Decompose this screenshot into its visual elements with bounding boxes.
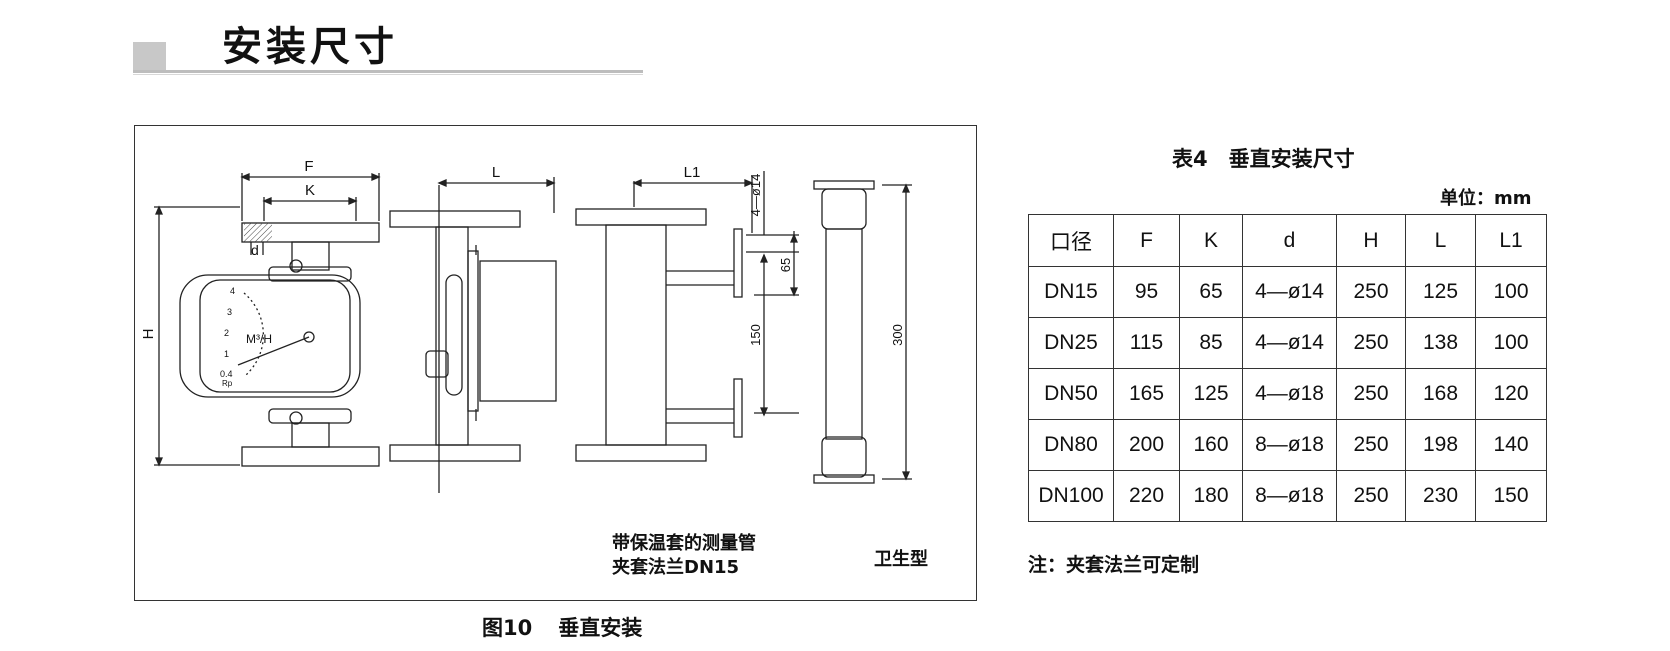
col-header-bore: 口径 [1028, 214, 1114, 267]
dim-label-bolt: 4—ø14 [748, 174, 763, 217]
col-header-K: K [1179, 214, 1243, 267]
table-cell: 220 [1113, 470, 1180, 522]
table-cell: DN25 [1028, 317, 1114, 369]
header-rule [133, 70, 643, 73]
table-title: 表4 垂直安装尺寸 [1172, 147, 1355, 171]
table-unit: 单位：mm [1440, 188, 1532, 209]
table-cell: 250 [1336, 368, 1406, 420]
gauge-sub: Rp [222, 379, 233, 388]
col-header-L1: L1 [1475, 214, 1547, 267]
table-cell: 100 [1475, 317, 1547, 369]
dimensions-table: 口径 F K d H L L1 DN15 95 65 4—ø14 250 125… [1028, 214, 1547, 522]
table-cell: 165 [1113, 368, 1180, 420]
figure-frame [134, 125, 977, 601]
table-footnote: 注：夹套法兰可定制 [1028, 554, 1200, 576]
table-cell: 4—ø18 [1242, 368, 1337, 420]
table-cell: 8—ø18 [1242, 470, 1337, 522]
installation-drawing: F K d M³/H 4 3 2 1 0.4 Rp [140, 158, 912, 493]
figure-caption-label: 图10 [482, 616, 533, 640]
gauge-tick-4: 4 [230, 286, 235, 296]
header-rule-thin [133, 74, 643, 75]
gauge-tick-1: 1 [224, 349, 229, 359]
section-title: 安装尺寸 [222, 24, 398, 70]
header-accent-block [133, 42, 166, 72]
figure-caption: 图10 垂直安装 [482, 612, 642, 642]
dim-label-d: d [251, 242, 259, 258]
table-cell: DN100 [1028, 470, 1114, 522]
table-cell: 120 [1475, 368, 1547, 420]
jacket-note-line2: 夹套法兰DN15 [612, 557, 740, 578]
table-cell: DN50 [1028, 368, 1114, 420]
table-cell: 95 [1113, 266, 1180, 318]
col-header-H: H [1336, 214, 1406, 267]
table-cell: 125 [1405, 266, 1476, 318]
dim-label-K: K [305, 182, 315, 199]
col-header-d: d [1242, 214, 1337, 267]
table-cell: 168 [1405, 368, 1476, 420]
table-header-row: 口径 F K d H L L1 [1028, 214, 1547, 267]
dim-label-150: 150 [748, 324, 763, 346]
table-cell: 140 [1475, 419, 1547, 471]
table-cell: 115 [1113, 317, 1180, 369]
table-cell: 125 [1179, 368, 1243, 420]
table-cell: 65 [1179, 266, 1243, 318]
col-header-F: F [1113, 214, 1180, 267]
table-row: DN80 200 160 8—ø18 250 198 140 [1028, 419, 1547, 471]
sanitary-view: 300 [813, 180, 912, 484]
table-cell: 250 [1336, 317, 1406, 369]
table-cell: DN15 [1028, 266, 1114, 318]
table-row: DN25 115 85 4—ø14 250 138 100 [1028, 317, 1547, 369]
table-row: DN15 95 65 4—ø14 250 125 100 [1028, 266, 1547, 318]
gauge-tick-3: 3 [227, 307, 232, 317]
table-cell: 160 [1179, 419, 1243, 471]
dim-label-F: F [304, 158, 313, 175]
dim-label-300: 300 [890, 324, 905, 346]
gauge-tick-min: 0.4 [220, 369, 233, 379]
dim-label-65: 65 [778, 258, 793, 272]
table-row: DN100 220 180 8—ø18 250 230 150 [1028, 470, 1547, 522]
table-cell: 4—ø14 [1242, 266, 1337, 318]
table-row: DN50 165 125 4—ø18 250 168 120 [1028, 368, 1547, 420]
figure-caption-text: 垂直安装 [558, 616, 643, 640]
gauge-tick-2: 2 [224, 328, 229, 338]
table-cell: 8—ø18 [1242, 419, 1337, 471]
table-cell: 250 [1336, 470, 1406, 522]
table-cell: 4—ø14 [1242, 317, 1337, 369]
table-cell: 250 [1336, 266, 1406, 318]
gauge-unit: M³/H [246, 332, 272, 346]
col-header-L: L [1405, 214, 1476, 267]
dim-label-L: L [492, 164, 500, 181]
table-cell: 180 [1179, 470, 1243, 522]
table-cell: 138 [1405, 317, 1476, 369]
table-cell: 85 [1179, 317, 1243, 369]
side-view: L [389, 164, 557, 493]
jacket-note-line1: 带保温套的测量管 [612, 533, 756, 554]
table-cell: 230 [1405, 470, 1476, 522]
table-cell: 100 [1475, 266, 1547, 318]
dim-label-L1: L1 [684, 164, 701, 181]
table-cell: 150 [1475, 470, 1547, 522]
jacket-view: L1 4—ø14 65 150 [575, 164, 799, 462]
front-view: F K d M³/H 4 3 2 1 0.4 Rp [140, 158, 381, 467]
sanitary-note: 卫生型 [874, 549, 928, 570]
table-cell: DN80 [1028, 419, 1114, 471]
table-cell: 200 [1113, 419, 1180, 471]
table-cell: 250 [1336, 419, 1406, 471]
jacket-note: 带保温套的测量管 夹套法兰DN15 [612, 532, 756, 580]
table-cell: 198 [1405, 419, 1476, 471]
dim-label-H: H [140, 329, 157, 340]
